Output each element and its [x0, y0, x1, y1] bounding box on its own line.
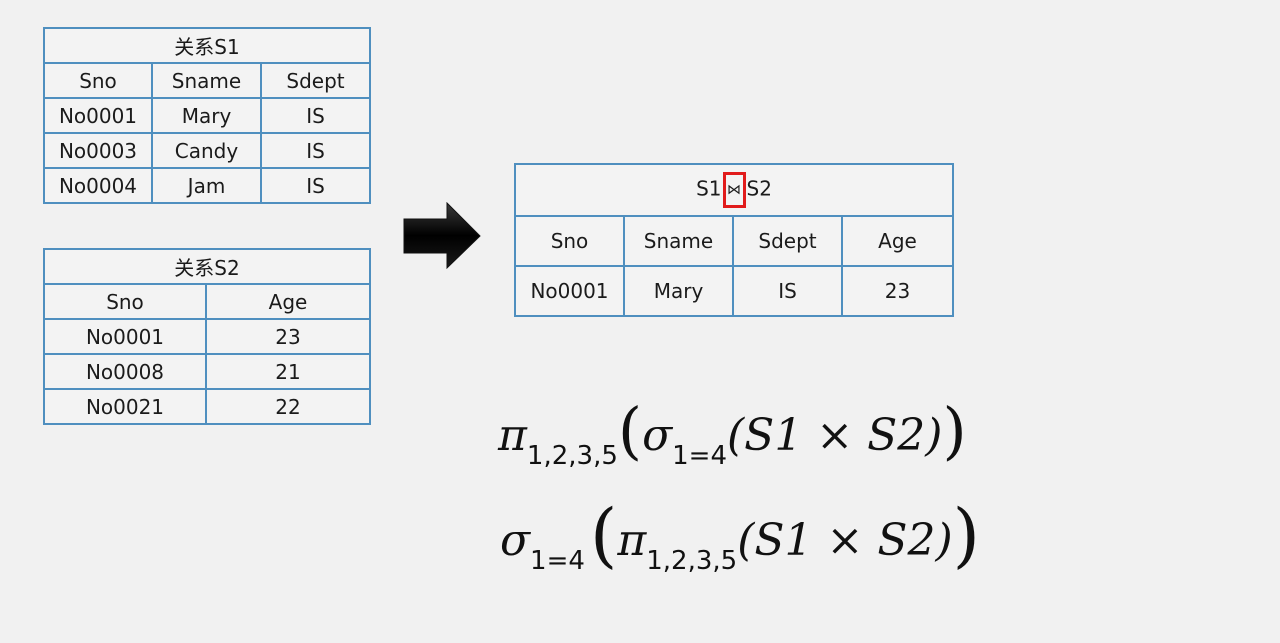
title-left: S1: [696, 176, 722, 201]
relation-s2-table: 关系S2 Sno Age No0001 23 No0008 21 No0021 …: [42, 248, 372, 425]
table-cell: No0021: [43, 388, 207, 425]
column-header: Sno: [43, 283, 207, 320]
pi-symbol: π: [498, 410, 527, 461]
join-symbol-highlight: ⋈: [722, 172, 746, 208]
table-cell: Jam: [151, 167, 262, 204]
table-row: No0008 21: [43, 353, 372, 390]
table-cell: Mary: [151, 97, 262, 134]
column-header: Sno: [514, 215, 625, 267]
cartesian-product-expr: (S1 × S2): [737, 515, 953, 566]
table-cell: IS: [259, 97, 372, 134]
column-header: Age: [204, 283, 372, 320]
pi-subscript: 1,2,3,5: [526, 441, 618, 471]
table-title-row: 关系S1: [42, 27, 372, 64]
table-row: No0001 23: [43, 318, 372, 355]
table-title: S1 ⋈S2: [513, 163, 955, 217]
table-cell: No0001: [43, 318, 207, 355]
table-header-row: Sno Sname Sdept: [43, 62, 372, 99]
column-header: Sname: [623, 215, 734, 267]
table-title-row: 关系S2: [42, 248, 372, 285]
table-row: No0001 Mary IS: [43, 97, 372, 134]
relation-s1-table: 关系S1 Sno Sname Sdept No0001 Mary IS No00…: [42, 27, 372, 204]
table-cell: 21: [204, 353, 372, 390]
formula-select-project: σ1=4 (π1,2,3,5(S1 × S2)): [500, 490, 980, 576]
table-row: No0003 Candy IS: [43, 132, 372, 169]
sigma-symbol: σ: [642, 410, 673, 461]
table-cell: 23: [840, 265, 955, 317]
table-cell: No0003: [43, 132, 153, 169]
table-cell: No0008: [43, 353, 207, 390]
natural-join-icon: ⋈: [727, 182, 742, 198]
table-cell: IS: [732, 265, 843, 317]
column-header: Age: [840, 215, 955, 267]
table-title-row: S1 ⋈S2: [513, 163, 955, 217]
table-row: No0021 22: [43, 388, 372, 425]
table-header-row: Sno Age: [43, 283, 372, 320]
table-row: No0004 Jam IS: [43, 167, 372, 204]
column-header: Sdept: [259, 62, 372, 99]
table-cell: Candy: [151, 132, 262, 169]
right-paren: ): [952, 494, 980, 576]
cartesian-product-expr: (S1 × S2): [727, 410, 943, 461]
column-header: Sname: [151, 62, 262, 99]
table-cell: IS: [259, 132, 372, 169]
table-cell: No0004: [43, 167, 153, 204]
left-paren: (: [590, 494, 618, 576]
table-cell: IS: [259, 167, 372, 204]
column-header: Sno: [43, 62, 153, 99]
sigma-symbol: σ: [500, 515, 531, 566]
table-cell: 23: [204, 318, 372, 355]
join-result-table: S1 ⋈S2 Sno Sname Sdept Age No0001 Mary IS…: [513, 163, 955, 317]
left-paren: (: [617, 394, 643, 467]
formula-project-select: π1,2,3,5(σ1=4(S1 × S2)): [498, 392, 967, 471]
pi-symbol: π: [617, 515, 647, 566]
column-header: Sdept: [732, 215, 843, 267]
sigma-subscript: 1=4: [672, 441, 728, 471]
table-row: No0001 Mary IS 23: [514, 265, 955, 317]
right-arrow-icon: [403, 202, 481, 270]
table-cell: Mary: [623, 265, 734, 317]
table-title: 关系S1: [42, 27, 372, 64]
table-cell: 22: [204, 388, 372, 425]
pi-subscript: 1,2,3,5: [646, 546, 738, 576]
sigma-subscript: 1=4: [530, 546, 585, 576]
table-title: 关系S2: [42, 248, 372, 285]
right-paren: ): [942, 394, 967, 467]
title-right: S2: [746, 176, 772, 201]
table-header-row: Sno Sname Sdept Age: [514, 215, 955, 267]
table-cell: No0001: [514, 265, 625, 317]
table-cell: No0001: [43, 97, 153, 134]
